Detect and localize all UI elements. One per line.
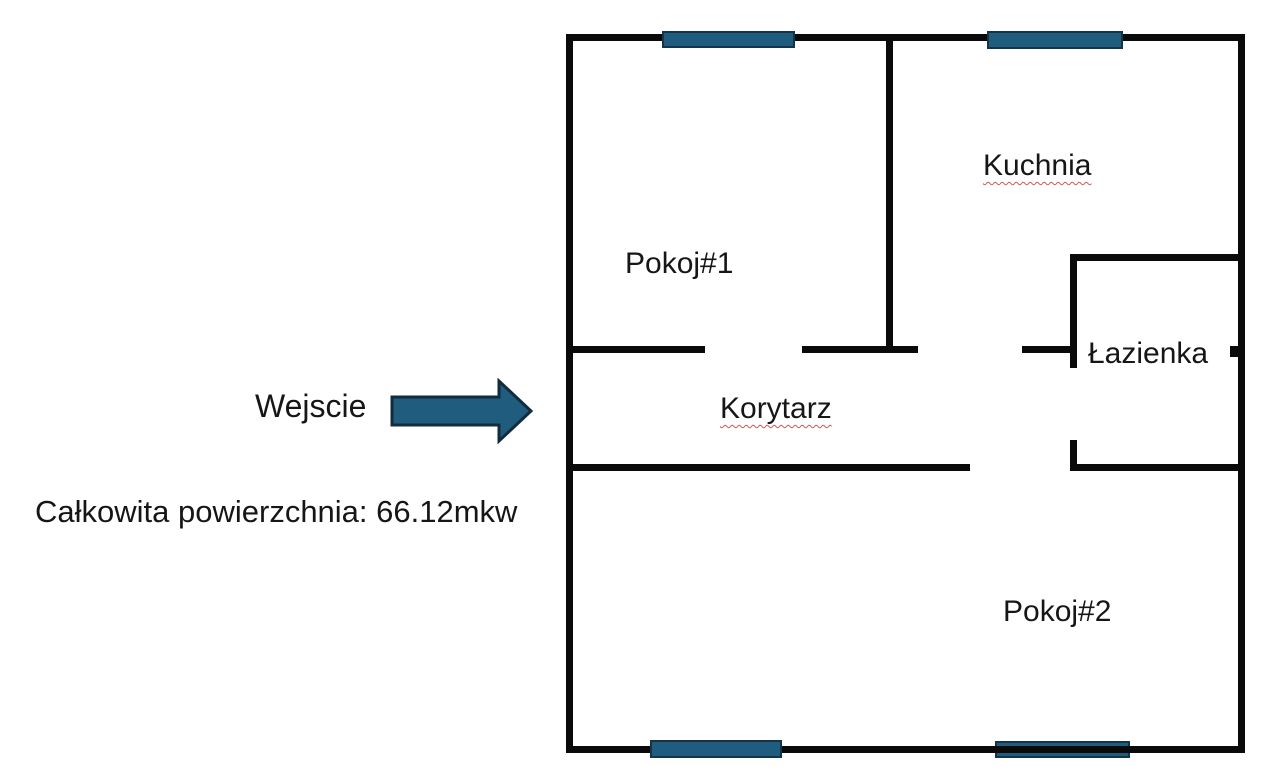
total-area-label: Całkowita powierzchnia: 66.12mkw [35, 494, 518, 529]
right-arrow-icon [390, 378, 534, 444]
window-symbol-top-left-icon [662, 31, 795, 48]
wall-bathroom-left-upper [1070, 254, 1077, 368]
wall-stub-right [1230, 346, 1238, 357]
wall-bathroom-left-lower [1070, 440, 1077, 471]
room-label-hallway: Korytarz [720, 392, 832, 425]
room-label-room1: Pokoj#1 [625, 247, 734, 280]
window-symbol-bottom-left-icon [650, 740, 782, 758]
room-label-bathroom: Łazienka [1088, 337, 1209, 370]
wall-right [1238, 34, 1245, 753]
wall-bottom [566, 746, 1245, 753]
wall-hallway-bottom [566, 464, 970, 471]
wall-top [566, 34, 1245, 41]
wall-hallway-top-segment-c [1022, 346, 1076, 353]
wall-divider-room1-kitchen [886, 34, 893, 353]
window-symbol-top-right-icon [987, 31, 1123, 49]
wall-bathroom-top [1070, 254, 1245, 261]
wall-hallway-top-segment-b [802, 346, 918, 353]
wall-bathroom-bottom [1070, 464, 1245, 471]
wall-hallway-top-segment-a [566, 346, 705, 353]
room-label-kitchen: Kuchnia [983, 149, 1092, 182]
entrance-label: Wejscie [255, 388, 367, 424]
room-label-room2: Pokoj#2 [1003, 595, 1112, 628]
wall-left [566, 34, 573, 753]
